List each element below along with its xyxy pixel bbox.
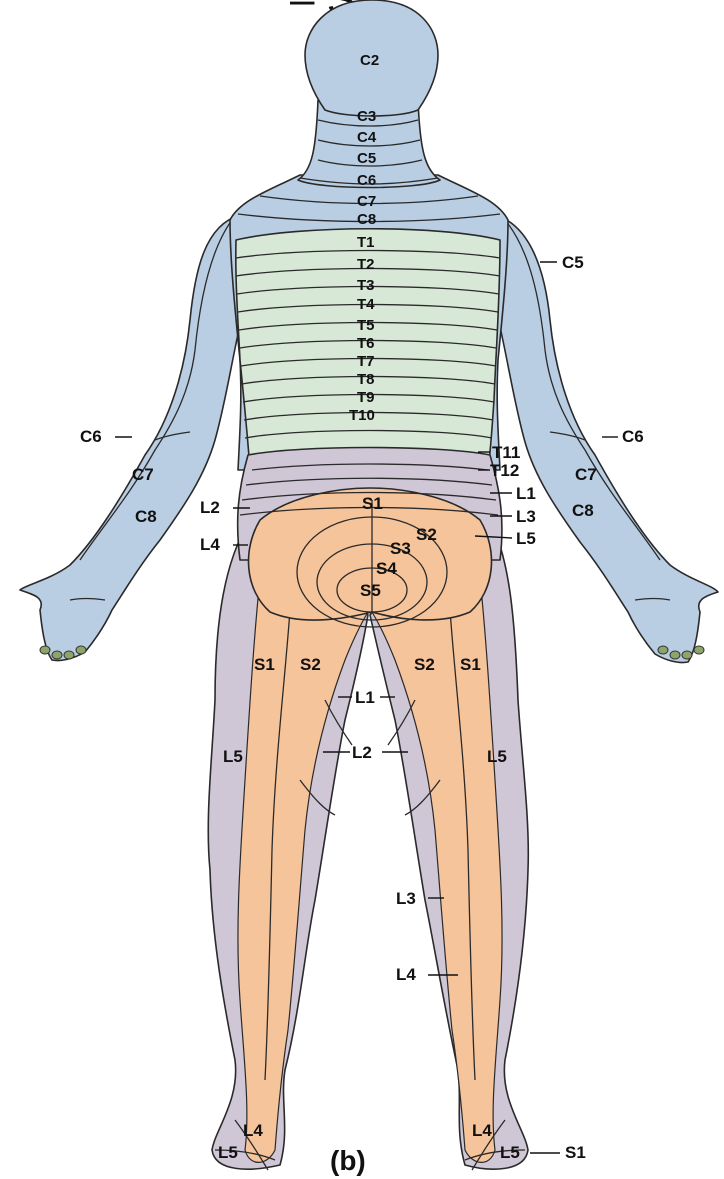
label-t2: T2 (357, 256, 375, 273)
label-t6: T6 (357, 335, 375, 352)
label-l4-left-foot: L4 (243, 1121, 263, 1140)
label-t4: T4 (357, 296, 375, 313)
label-c6-left-arm: C6 (80, 427, 102, 446)
label-s2-sacral: S2 (416, 525, 437, 544)
label-s1-sacral: S1 (362, 494, 383, 513)
label-l1-mid: L1 (355, 688, 375, 707)
label-c8-right-arm: C8 (572, 501, 594, 520)
label-c5-arm: C5 (562, 253, 584, 272)
label-s2-left-thigh: S2 (300, 655, 321, 674)
label-c6: C6 (357, 172, 376, 189)
label-s4-sacral: S4 (376, 559, 397, 578)
label-c7-right-arm: C7 (575, 465, 597, 484)
label-c6-right-arm: C6 (622, 427, 644, 446)
label-t10: T10 (349, 407, 375, 424)
label-l2-left: L2 (200, 498, 220, 517)
label-s1-right-foot: S1 (565, 1143, 586, 1162)
label-l3-calf: L3 (396, 889, 416, 908)
label-t5: T5 (357, 317, 375, 334)
label-t7: T7 (357, 353, 375, 370)
label-l2-mid: L2 (352, 743, 372, 762)
label-c8: C8 (357, 211, 376, 228)
label-t8: T8 (357, 371, 375, 388)
label-c4: C4 (357, 129, 377, 146)
label-l5-right: L5 (516, 529, 536, 548)
left-arm (20, 215, 240, 661)
label-t9: T9 (357, 389, 375, 406)
label-l5-left-leg: L5 (223, 747, 243, 766)
label-s1-right-thigh: S1 (460, 655, 481, 674)
label-l4-left: L4 (200, 535, 220, 554)
label-s2-right-thigh: S2 (414, 655, 435, 674)
label-c7: C7 (357, 193, 376, 210)
legs (208, 520, 528, 1170)
right-arm (495, 215, 718, 663)
label-c5: C5 (357, 150, 376, 167)
label-l5-right-foot: L5 (500, 1143, 520, 1162)
label-l4-calf: L4 (396, 965, 416, 984)
label-l5-left-foot: L5 (218, 1143, 238, 1162)
label-c8-left-arm: C8 (135, 507, 157, 526)
left-leg-sacral (238, 560, 368, 1162)
panel-label: (b) (330, 1145, 366, 1176)
label-l4-right-foot: L4 (472, 1121, 492, 1140)
label-t3: T3 (357, 277, 375, 294)
label-l3-right: L3 (516, 507, 536, 526)
label-t12: T12 (490, 461, 519, 480)
label-l5-right-leg: L5 (487, 747, 507, 766)
label-l1-right: L1 (516, 484, 536, 503)
label-c7-left-arm: C7 (132, 465, 154, 484)
label-s1-left-thigh: S1 (254, 655, 275, 674)
label-c2: C2 (360, 52, 379, 69)
label-s3-sacral: S3 (390, 539, 411, 558)
label-c3: C3 (357, 108, 376, 125)
label-s5-sacral: S5 (360, 581, 381, 600)
label-t1: T1 (357, 234, 375, 251)
label-t11: T11 (492, 443, 520, 462)
right-leg-sacral (372, 560, 502, 1162)
